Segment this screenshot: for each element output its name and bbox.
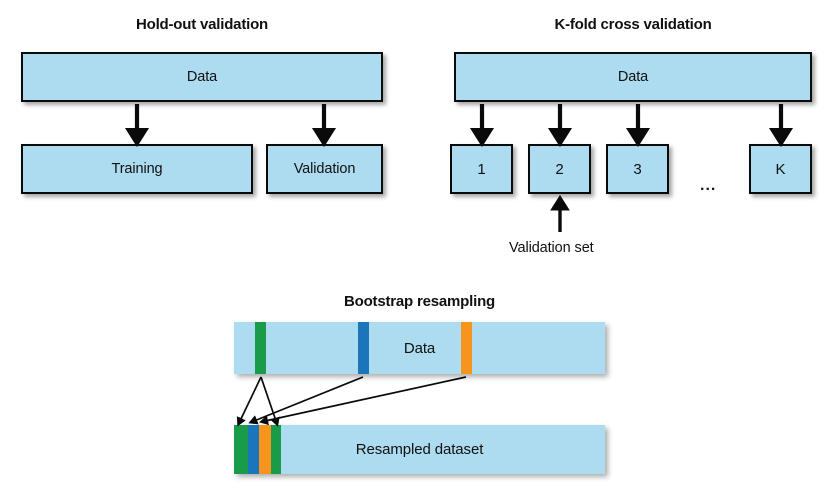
kfold-fold-box-3: 3 (606, 144, 669, 194)
bootstrap-panel-title: Bootstrap resampling (343, 293, 496, 310)
bootstrap-resampled-stripe-blue (248, 425, 259, 474)
kfold-fold-label-1: 1 (477, 160, 486, 178)
kfold-fold-box-2: 2 (528, 144, 591, 194)
holdout-panel-title: Hold-out validation (135, 16, 269, 33)
bootstrap-source-stripe-blue (358, 322, 369, 374)
bootstrap-resampled-stripe-green-1 (234, 425, 248, 474)
holdout-validation-label: Validation (293, 160, 356, 177)
holdout-data-label: Data (186, 68, 218, 85)
bootstrap-resampled-stripe-orange (259, 425, 271, 474)
kfold-ellipsis: ... (700, 177, 717, 194)
kfold-fold-box-k: K (749, 144, 812, 194)
kfold-panel-title: K-fold cross validation (554, 16, 712, 33)
bootstrap-arrow-orange-to-slot-3 (259, 376, 467, 426)
kfold-data-box: Data (454, 52, 812, 102)
holdout-training-box: Training (21, 144, 253, 194)
kfold-fold-label-2: 2 (555, 160, 564, 178)
holdout-validation-box: Validation (266, 144, 383, 194)
kfold-fold-label-3: 3 (633, 160, 642, 178)
kfold-fold-label-k: K (775, 160, 786, 178)
bootstrap-source-stripe-green (255, 322, 266, 374)
bootstrap-source-bar: Data (234, 322, 605, 374)
bootstrap-resampled-stripe-green-2 (271, 425, 281, 474)
kfold-validation-set-caption: Validation set (509, 240, 594, 256)
holdout-data-box: Data (21, 52, 383, 102)
bootstrap-arrow-green-to-slot-1 (236, 376, 262, 427)
bootstrap-arrow-blue-to-slot-2 (248, 376, 364, 425)
bootstrap-source-stripe-orange (461, 322, 472, 374)
kfold-data-label: Data (617, 68, 649, 85)
holdout-training-label: Training (111, 160, 163, 177)
